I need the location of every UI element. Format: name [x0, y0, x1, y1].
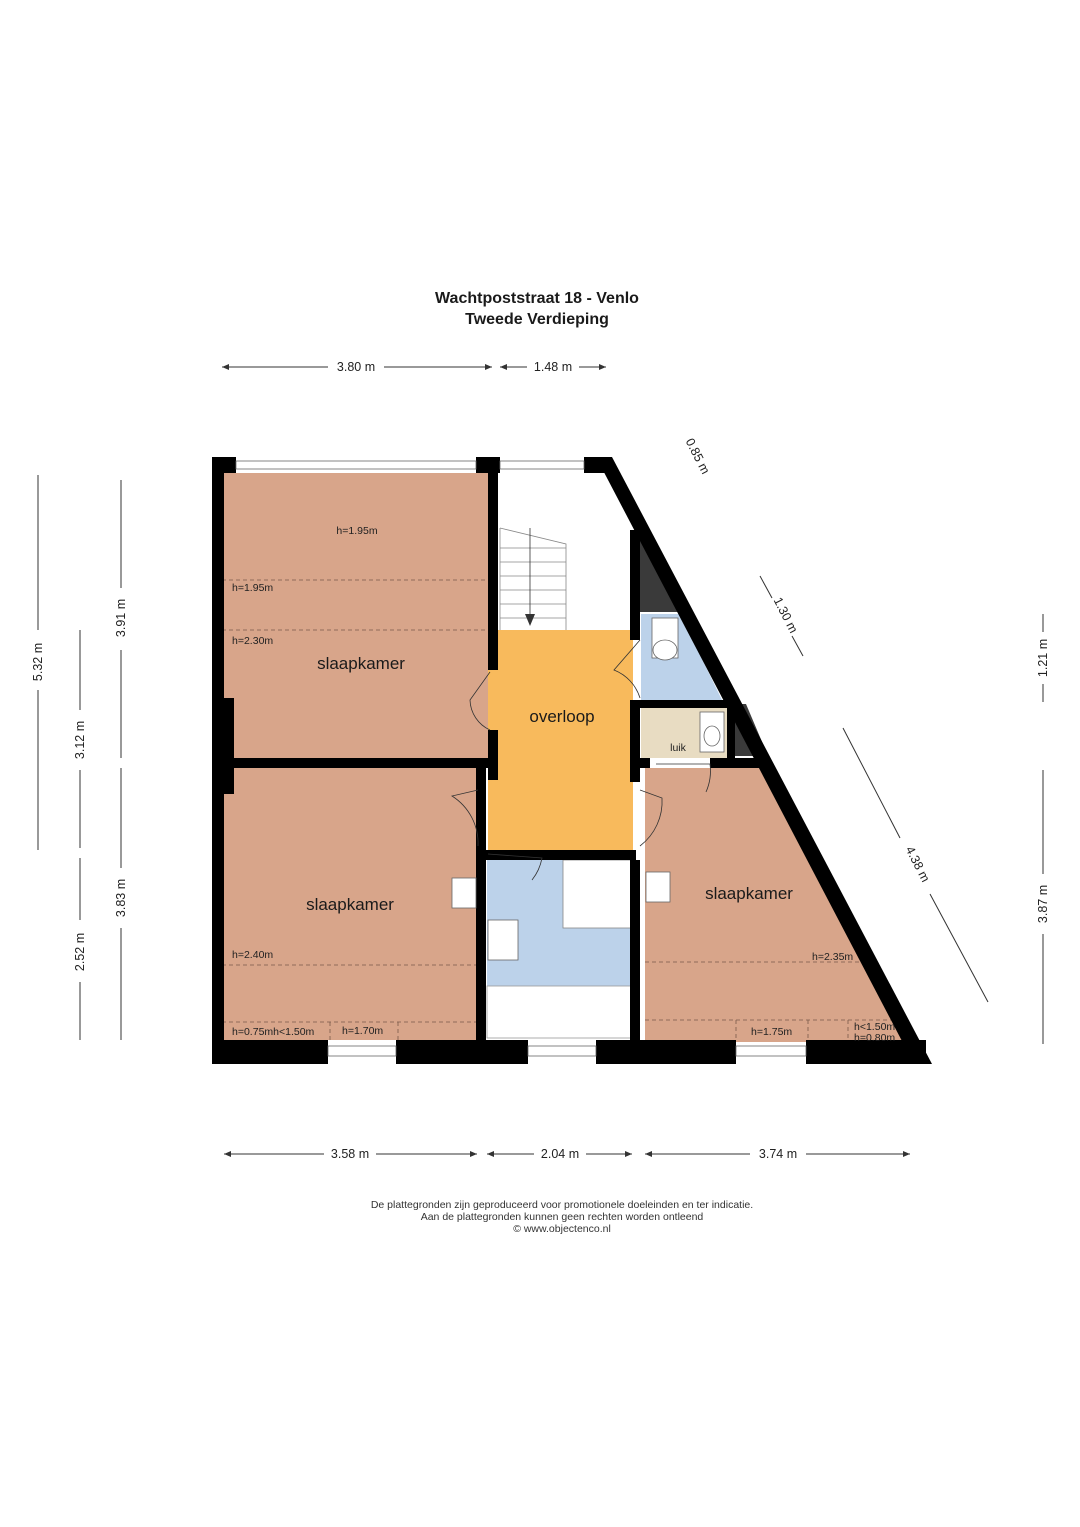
bathroom-sink — [487, 919, 519, 961]
dim-right-top: 1.21 m — [1036, 639, 1050, 677]
dim-diag-mid: 1.30 m — [771, 595, 801, 635]
dim-right-bottom: 3.87 m — [1036, 885, 1050, 923]
height-lb-2: h=0.75mh<1.50m — [232, 1026, 315, 1038]
height-lt-1: h=1.95m — [336, 525, 377, 537]
top-dimensions: 3.80 m 1.48 m — [222, 360, 606, 374]
fixtures — [451, 617, 725, 961]
left-dimensions: 5.32 m 3.12 m 2.52 m 3.91 m 3.83 m — [31, 475, 128, 1040]
shower-tray — [562, 859, 633, 929]
dim-top-right: 1.48 m — [534, 360, 572, 374]
dim-diag-small: 0.85 m — [683, 436, 713, 476]
height-lb-3: h=1.70m — [342, 1025, 383, 1037]
landing-area — [488, 630, 633, 852]
height-r-2: h=1.75m — [751, 1026, 792, 1038]
sink-left — [451, 877, 477, 909]
height-lt-3: h=2.30m — [232, 635, 273, 647]
height-lt-2: h=1.95m — [232, 582, 273, 594]
dim-bottom-mid: 2.04 m — [541, 1147, 579, 1161]
room-label-bedroom-left-top: slaapkamer — [317, 654, 405, 673]
bedroom-left-top-area — [222, 473, 490, 759]
dim-top-left: 3.80 m — [337, 360, 375, 374]
height-lines — [222, 579, 894, 1040]
disclaimer-line-2: Aan de plattegronden kunnen geen rechten… — [421, 1211, 704, 1223]
disclaimer-line-3: © www.objectenco.nl — [513, 1223, 611, 1235]
bedroom-left-bottom-area — [222, 768, 478, 1040]
dim-left-mid-top: 3.12 m — [73, 721, 87, 759]
stair-area — [498, 470, 632, 630]
dim-left-inner-top: 3.91 m — [114, 599, 128, 637]
room-label-bedroom-right: slaapkamer — [705, 884, 793, 903]
walls — [212, 457, 932, 1064]
room-label-bedroom-left-bottom: slaapkamer — [306, 895, 394, 914]
disclaimer-line-1: De plattegronden zijn geproduceerd voor … — [371, 1199, 753, 1211]
dim-bottom-right: 3.74 m — [759, 1147, 797, 1161]
bottom-dimensions: 3.58 m 2.04 m 3.74 m — [224, 1147, 910, 1161]
plan-floor: Tweede Verdieping — [465, 311, 609, 328]
room-label-hatch: luik — [670, 742, 687, 754]
height-lb-1: h=2.40m — [232, 949, 273, 961]
right-dimensions: 1.21 m 3.87 m — [1036, 614, 1050, 1044]
windows — [235, 460, 807, 1057]
height-r-4: h=0.80m — [854, 1032, 895, 1044]
bedroom-right-area — [645, 768, 904, 1042]
plan-address: Wachtpoststraat 18 - Venlo — [435, 290, 639, 307]
dim-bottom-left: 3.58 m — [331, 1147, 369, 1161]
bath-tub — [486, 985, 633, 1039]
doors — [450, 639, 711, 881]
room-label-landing: overloop — [529, 707, 594, 726]
dim-left-outer: 5.32 m — [31, 643, 45, 681]
dim-diag-long: 4.38 m — [903, 844, 933, 884]
dim-left-mid-bottom: 2.52 m — [73, 933, 87, 971]
height-r-1: h=2.35m — [812, 951, 853, 963]
dim-left-inner-bottom: 3.83 m — [114, 879, 128, 917]
height-r-3: h<1.50m — [854, 1021, 895, 1033]
sink-right — [645, 871, 671, 903]
staircase — [499, 527, 567, 630]
